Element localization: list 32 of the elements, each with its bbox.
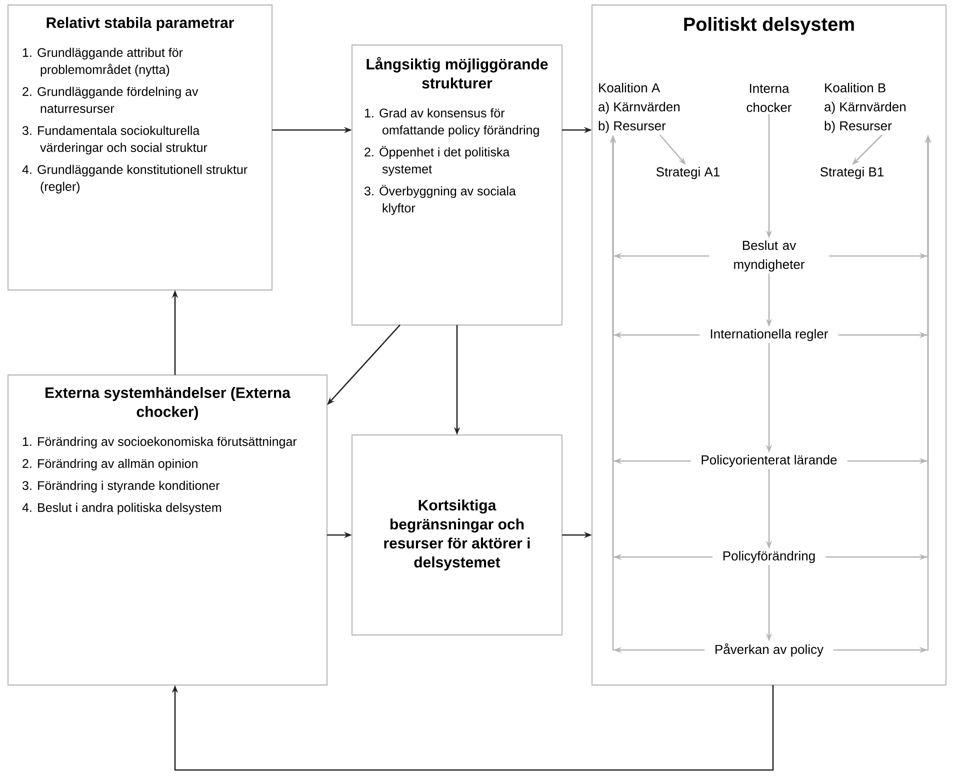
factor-box	[351, 434, 563, 636]
list-item: 3. Överbyggning av sociala klyftor	[364, 184, 516, 215]
node-label: Beslut av myndigheter	[734, 240, 805, 272]
list-item: 1. Grad av konsensus för omfattande policy förändring	[364, 108, 539, 137]
coalition-label: Koalition A a) Kärnvärden b) Resurser	[598, 82, 680, 133]
node-label: Strategi A1	[656, 166, 720, 180]
factor-box	[7, 374, 328, 686]
factor-box	[351, 44, 563, 326]
node-label: Interna chocker	[746, 84, 792, 112]
list-item: 4. Grundläggande konstitutionell struktur (regler)	[22, 164, 248, 194]
node-label: Strategi B1	[820, 166, 884, 180]
box-title: Långsiktig möjliggörande strukturer	[366, 57, 548, 88]
node-label: Internationella regler	[710, 328, 828, 342]
list-item: 1. Förändring av socioekonomiska förutsättningar	[22, 436, 297, 448]
box-title: Politiskt delsystem	[684, 17, 854, 35]
list-item: 3. Förändring i styrande konditioner	[22, 480, 220, 492]
node-label: Policyorienterat lärande	[702, 454, 837, 468]
factor-box	[7, 4, 273, 291]
list-item: 2. Förändring av allmän opinion	[22, 458, 198, 470]
list-item: 2. Öppenhet i det politiska systemet	[364, 146, 510, 176]
node-label: Policyförändring	[723, 550, 815, 564]
node-label: Påverkan av policy	[716, 643, 824, 657]
list-item: 3. Fundamentala sociokulturella värderingar och social struktur	[22, 126, 208, 154]
arrow	[172, 685, 774, 771]
subsystem-panel	[591, 4, 947, 686]
box-title: Externa systemhändelser (Externa chocker)	[46, 387, 291, 420]
list-item: 2. Grundläggande fördelning av naturresurser	[22, 86, 198, 113]
list-item: 1. Grundläggande attribut för problemområdet (nytta)	[22, 48, 183, 76]
box-title: Relativt stabila parametrar	[46, 17, 234, 31]
list-item: 4. Beslut i andra politiska delsystem	[22, 502, 221, 514]
coalition-label: Koalition B a) Kärnvärden b) Resurser	[824, 82, 906, 133]
box-title: Kortsiktiga begränsningar och resurser för aktörer i delsystemet	[384, 500, 530, 570]
